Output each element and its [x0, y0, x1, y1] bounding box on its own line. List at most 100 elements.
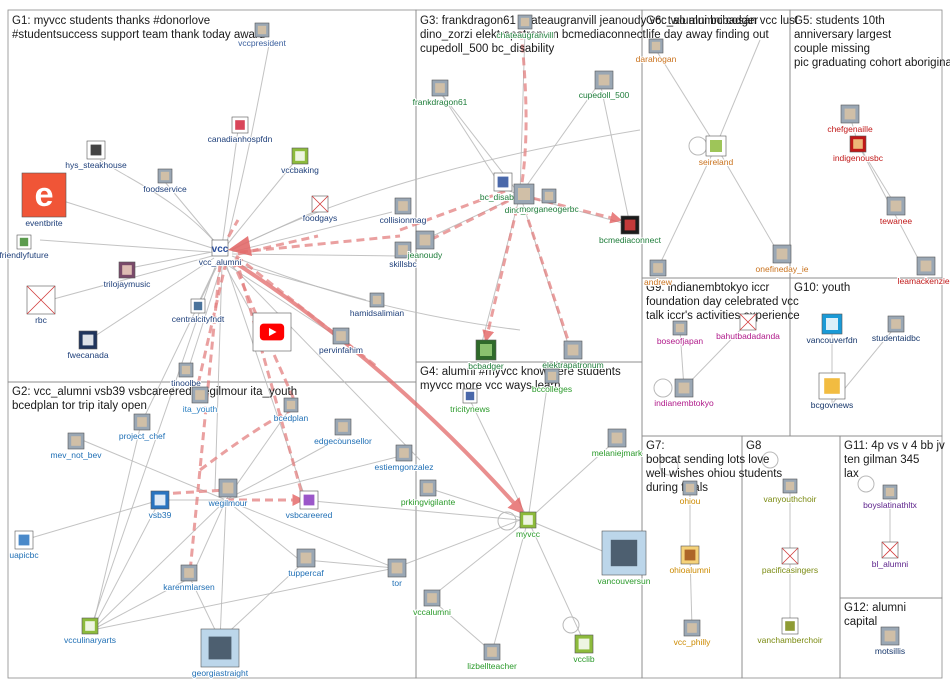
node-lizbellteacher[interactable]: lizbellteacher	[466, 643, 518, 672]
node-mev_not_bev[interactable]: mev_not_bev	[49, 432, 103, 461]
node-chateaugranvill[interactable]: chateaugranvill	[495, 14, 555, 41]
node-bl_alumni[interactable]: bl_alumni	[871, 541, 909, 570]
node-centralcityfndt[interactable]: centralcityfndt	[171, 298, 226, 325]
edge	[225, 399, 297, 501]
node-skillsbc[interactable]: skillsbc	[388, 241, 418, 270]
node-prkingvigilante[interactable]: prkingvigilante	[400, 479, 456, 508]
node-vcculinaryarts[interactable]: vcculinaryarts	[63, 617, 117, 646]
node-vancouversun[interactable]: vancouversun	[597, 530, 652, 587]
node-wegilmour[interactable]: wegilmour	[207, 478, 249, 509]
node-boseofjapan[interactable]: boseofjapan	[656, 320, 704, 347]
node-estiemgonzalez[interactable]: estiemgonzalez	[373, 444, 435, 473]
node-trilojaymusic[interactable]: trilojaymusic	[103, 261, 152, 290]
node-frankdragon61[interactable]: frankdragon61	[412, 79, 469, 108]
profile-photo-icon	[67, 432, 85, 450]
node-label: prkingvigilante	[401, 497, 456, 507]
node-vanyouthchoir[interactable]: vanyouthchoir	[763, 478, 818, 505]
node-vccpresident[interactable]: vccpresident	[237, 22, 287, 49]
node-uapicbc[interactable]: uapicbc	[8, 530, 40, 561]
node-darahogan[interactable]: darahogan	[635, 38, 678, 65]
node-tricitynews[interactable]: tricitynews	[449, 388, 491, 415]
node-chefgenaille[interactable]: chefgenaille	[826, 104, 874, 135]
node-label: georgiastraight	[192, 668, 249, 678]
node-georgiastraight[interactable]: georgiastraight	[191, 628, 250, 679]
profile-photo-icon	[683, 619, 701, 637]
group-box-g10	[789, 277, 943, 437]
node-cupedoll_500[interactable]: cupedoll_500	[578, 70, 631, 101]
node-dino_zorzi[interactable]: dino_zorzi	[504, 183, 544, 216]
node-bcgovnews[interactable]: bcgovnews	[810, 372, 854, 411]
node-ita_youth[interactable]: ita_youth	[182, 386, 219, 415]
group-title-g1: G1: myvcc students thanks #donorlove #st…	[12, 15, 265, 41]
node-vcc_philly[interactable]: vcc_philly	[673, 619, 712, 648]
default-avatar-icon	[26, 285, 56, 315]
node-vancouverfdn[interactable]: vancouverfdn	[805, 313, 859, 346]
node-indigenousbc[interactable]: indigenousbc	[832, 135, 885, 164]
restaurant-logo-icon	[86, 140, 106, 160]
node-vccalumni[interactable]: vccalumni	[412, 589, 452, 618]
node-bcbadger[interactable]: bcbadger	[467, 339, 505, 372]
node-vsb39[interactable]: vsb39	[148, 490, 173, 521]
node-youtube[interactable]	[252, 312, 292, 352]
node-bcedplan[interactable]: bcedplan	[273, 397, 310, 424]
node-bccolleges[interactable]: bccolleges	[531, 368, 573, 395]
node-studentaidbc[interactable]: studentaidbc	[871, 315, 922, 344]
edge	[99, 159, 221, 249]
node-tor[interactable]: tor	[387, 558, 407, 589]
node-label: vccalumni	[413, 607, 451, 617]
node-pacificasingers[interactable]: pacificasingers	[761, 547, 819, 576]
node-ohiou[interactable]: ohiou	[679, 480, 702, 507]
edge	[439, 91, 503, 189]
node-tuppercaf[interactable]: tuppercaf	[287, 548, 325, 579]
group-title-g8: G8	[746, 440, 761, 452]
edge-heavy	[235, 254, 377, 368]
node-boyslatinathltx[interactable]: boyslatinathltx	[862, 484, 919, 511]
college-logo-icon	[574, 634, 594, 654]
node-tewanee[interactable]: tewanee	[879, 196, 913, 227]
node-elektrapatronum[interactable]: elektrapatronum	[541, 340, 605, 371]
node-foodservice[interactable]: foodservice	[142, 168, 188, 195]
group-title-g5: G5: students 10th anniversary largest co…	[794, 15, 950, 69]
node-label: fwecanada	[67, 350, 108, 360]
node-project_chef[interactable]: project_chef	[118, 413, 167, 442]
node-foodgays[interactable]: foodgays	[302, 195, 338, 224]
node-karenmlarsen[interactable]: karenmlarsen	[162, 564, 216, 593]
node-vccbaking[interactable]: vccbaking	[280, 147, 320, 176]
node-bcmediaconnect[interactable]: bcmediaconnect	[598, 215, 663, 246]
node-pervinfahim[interactable]: pervinfahim	[318, 327, 364, 356]
node-label: centralcityfndt	[172, 314, 225, 324]
node-indianembtokyo[interactable]: indianembtokyo	[653, 378, 715, 409]
node-label: mev_not_bev	[50, 450, 102, 460]
node-fwecanada[interactable]: fwecanada	[66, 330, 110, 361]
node-canadianhospfdn[interactable]: canadianhospfdn	[207, 116, 274, 145]
node-melaniejmark[interactable]: melaniejmark	[591, 428, 644, 459]
node-label: morganeogerbc	[519, 204, 579, 214]
profile-photo-icon	[782, 478, 798, 494]
node-tinoolbe[interactable]: tinoolbe	[170, 362, 202, 389]
node-seireland[interactable]: seireland	[698, 135, 735, 168]
node-label: hys_steakhouse	[65, 160, 127, 170]
node-friendlyfuture[interactable]: friendlyfuture	[0, 234, 50, 261]
node-collisionmag[interactable]: collisionmag	[379, 197, 428, 226]
node-morganeogerbc[interactable]: morganeogerbc	[518, 188, 581, 215]
node-myvcc[interactable]: myvcc	[515, 511, 542, 540]
node-leamackenzie1[interactable]: leamackenzie1	[897, 256, 950, 287]
node-vcclib[interactable]: vcclib	[572, 634, 596, 665]
node-jeanoudy[interactable]: jeanoudy	[406, 230, 444, 261]
node-bahutbadadanda[interactable]: bahutbadadanda	[715, 313, 781, 342]
node-ohioalumni[interactable]: ohioalumni	[668, 545, 712, 576]
node-vsbcareered[interactable]: vsbcareered	[285, 490, 334, 521]
node-label: foodgays	[303, 213, 338, 223]
node-andrewanstey[interactable]: andrew	[643, 259, 674, 288]
node-motsillis[interactable]: motsillis	[874, 626, 906, 657]
node-vanchamberchoir[interactable]: vanchamberchoir	[756, 617, 824, 646]
node-onefineday_ie[interactable]: onefineday_ie	[755, 244, 810, 275]
node-rbc[interactable]: rbc	[26, 285, 56, 326]
group-title-g2: G2: vcc_alumni vsb39 vsbcareered wegilmo…	[12, 386, 300, 412]
node-hamidsalimian[interactable]: hamidsalimian	[349, 292, 405, 319]
node-edgecounsellor[interactable]: edgecounsellor	[313, 418, 373, 447]
node-hys_steakhouse[interactable]: hys_steakhouse	[64, 140, 128, 171]
